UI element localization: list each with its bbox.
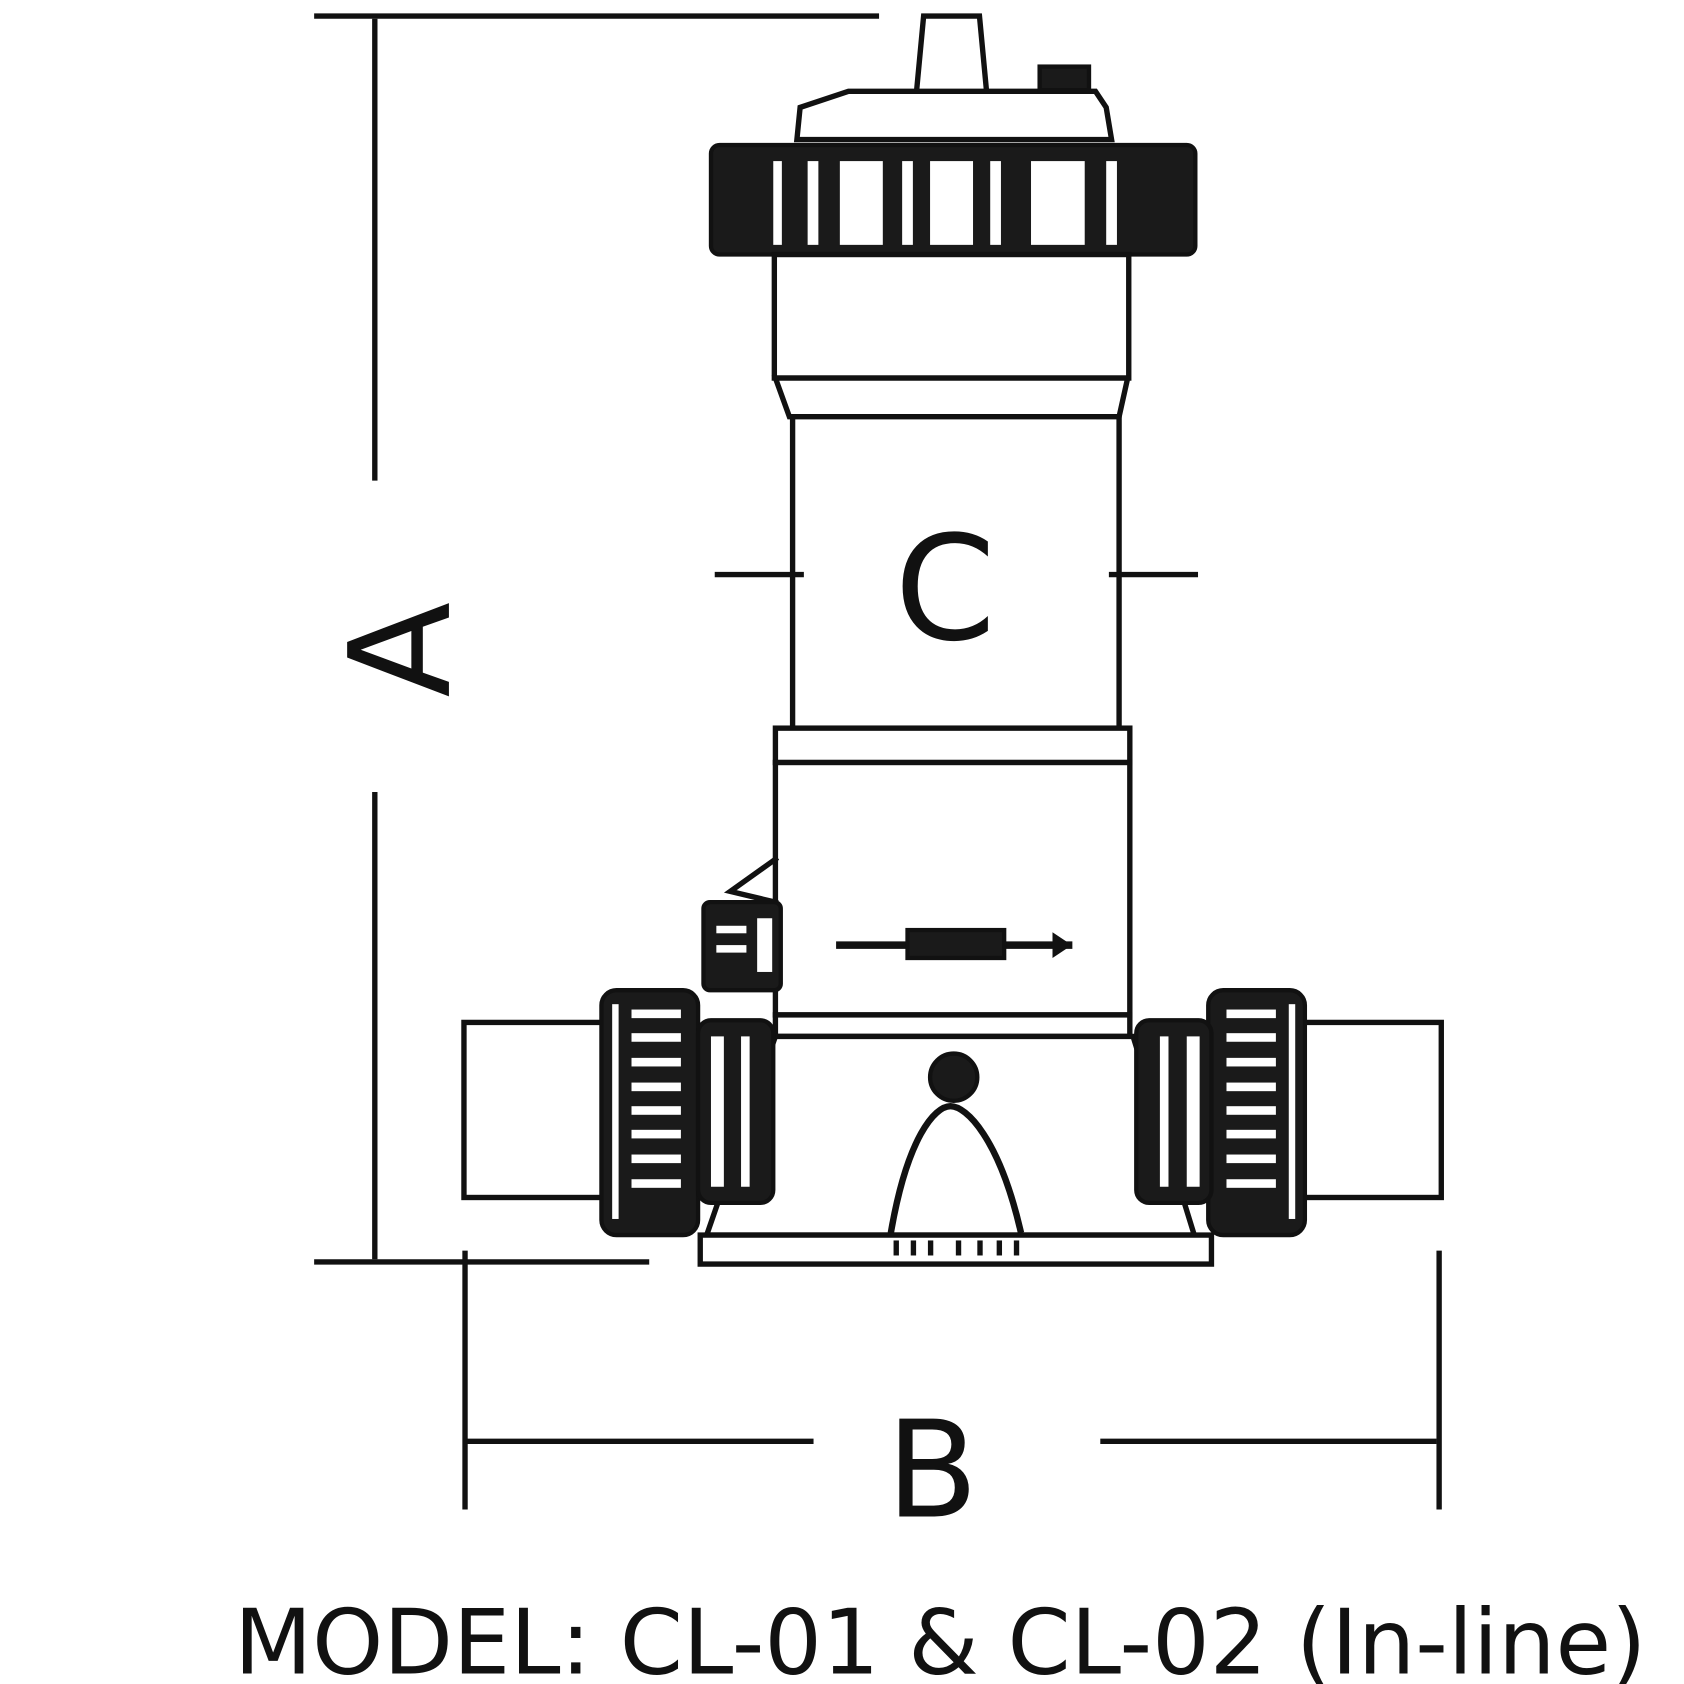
flow-arrow-icon bbox=[836, 927, 1073, 961]
dimension-b-label: B bbox=[886, 1391, 978, 1548]
dimension-a-label: A bbox=[319, 602, 482, 698]
base-vents bbox=[893, 1240, 1020, 1256]
valve bbox=[701, 855, 783, 993]
dimension-c: C bbox=[714, 505, 1199, 674]
dimension-c-label: C bbox=[894, 505, 995, 674]
base bbox=[697, 1033, 1215, 1267]
model-caption: MODEL: CL-01 & CL-02 (In-line) bbox=[234, 1590, 1646, 1684]
cap-grip-slots bbox=[773, 161, 1117, 245]
cap bbox=[708, 13, 1198, 257]
outlet-pipe bbox=[1134, 988, 1444, 1238]
body bbox=[701, 251, 1133, 1040]
dimension-b: B bbox=[462, 1250, 1442, 1548]
dimension-a: A bbox=[314, 13, 880, 1265]
inlet-pipe bbox=[461, 988, 776, 1238]
